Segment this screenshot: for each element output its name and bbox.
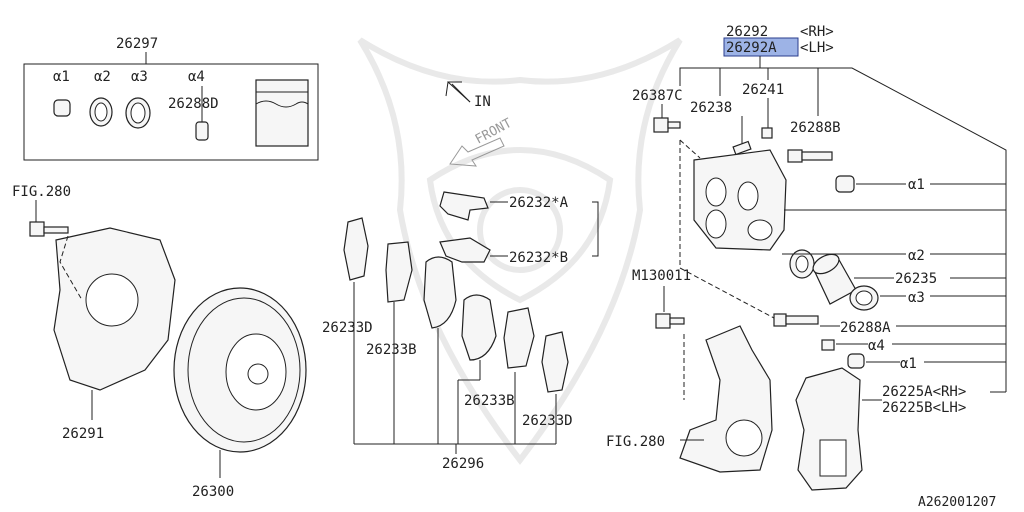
support-rh-label: 26225A<RH>: [882, 384, 966, 400]
outer-shim-right-part: [541, 331, 569, 393]
in-arrow-icon: [445, 80, 471, 103]
diagram-id-label: A262001207: [918, 495, 996, 510]
bleeder-bolt-label: 26387C: [632, 88, 683, 104]
shim-b-left-label: 26233B: [366, 342, 417, 358]
guide-pin-a-part: [773, 313, 819, 327]
in-direction-label: IN: [474, 94, 491, 110]
pad-clip-b-part: [439, 237, 491, 263]
kit-item-alpha3: α3: [131, 69, 148, 85]
kit-item-alpha2: α2: [94, 69, 111, 85]
front-arrow-icon: [449, 137, 505, 167]
pad-kit-label: 26296: [442, 456, 484, 472]
piston-part: [812, 253, 857, 305]
rotor-label: 26300: [192, 484, 234, 500]
pad-clip-a-part: [439, 191, 489, 221]
kit-number-label: 26297: [116, 36, 158, 52]
bleeder-label: 26238: [690, 100, 732, 116]
cap-label: 26241: [742, 82, 784, 98]
shield-label: 26291: [62, 426, 104, 442]
alpha2-label: α2: [908, 248, 925, 264]
alpha1-top-label: α1: [908, 177, 925, 193]
caliper-main-side-label: <RH>: [800, 24, 834, 40]
dust-cap-top-part: [835, 175, 855, 193]
pin-boot-part: [195, 121, 209, 141]
fig-top-label: FIG.280: [12, 184, 71, 200]
caliper-body-part: [693, 149, 787, 251]
brake-rotor-part: [173, 287, 307, 453]
bleeder-bolt-part: [653, 117, 681, 133]
pin-a-label: 26288A: [840, 320, 891, 336]
alpha1-bottom-label: α1: [900, 356, 917, 372]
guide-pin-b-part: [787, 149, 833, 163]
kit-item-alpha1: α1: [53, 69, 70, 85]
steering-knuckle-part: [679, 325, 773, 473]
shim-b-right-label: 26233B: [464, 393, 515, 409]
mounting-bolt-part: [655, 313, 685, 329]
fig-bottom-label: FIG.280: [606, 434, 665, 450]
alpha4-label: α4: [868, 338, 885, 354]
dust-shield-part: [53, 227, 176, 391]
caliper-support-part: [795, 367, 863, 491]
pin-b-label: 26288B: [790, 120, 841, 136]
kit-inner-part-label: 26288D: [168, 96, 219, 112]
pad-kit-bracket: [353, 282, 557, 454]
brake-pad-left-part: [423, 256, 457, 329]
shim-d-right-label: 26233D: [522, 413, 573, 429]
inner-shim-right-part: [503, 307, 535, 369]
front-direction-label: FRONT: [473, 116, 515, 148]
grease-pack-part: [255, 79, 309, 147]
cap-part: [761, 127, 773, 139]
caliper-alt-highlight: [723, 37, 799, 57]
clip-a-label: 26232*A: [509, 195, 569, 211]
dust-cap-part: [53, 99, 71, 117]
bolt-label: M130011: [632, 268, 691, 284]
caliper-alt-side-label: <LH>: [800, 40, 834, 56]
caliper-main-label: 26292: [726, 24, 768, 40]
caliper-alt-label: 26292A: [726, 40, 777, 56]
support-lh-label: 26225B<LH>: [882, 400, 966, 416]
dust-cap-bottom-part: [847, 353, 865, 369]
shield-bolt-part: [29, 221, 69, 237]
pin-boot-right-part: [821, 339, 835, 351]
kit-box: [23, 63, 319, 161]
clip-b-label: 26232*B: [509, 250, 568, 266]
brake-pad-right-part: [461, 294, 497, 361]
outer-shim-left-part: [343, 217, 369, 281]
piston-label: 26235: [895, 271, 937, 287]
inner-shim-left-part: [385, 241, 413, 303]
kit-item-alpha4: α4: [188, 69, 205, 85]
bleeder-part: [732, 140, 752, 156]
alpha3-label: α3: [908, 290, 925, 306]
shim-d-left-label: 26233D: [322, 320, 373, 336]
